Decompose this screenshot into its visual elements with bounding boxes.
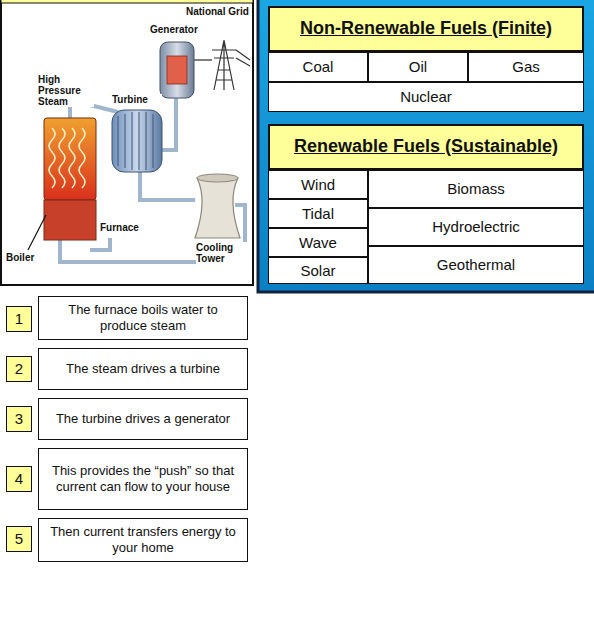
box-text: Tidal	[302, 205, 334, 223]
box-text: Wind	[301, 176, 335, 194]
box-text: Wave	[299, 234, 337, 252]
box-text: 3	[15, 410, 23, 428]
box-text: Nuclear	[400, 88, 452, 106]
illustration-frame	[1, 0, 253, 285]
part-label: Furnace	[100, 222, 144, 233]
fuel-box: Geothermal	[368, 246, 584, 284]
callout-number: 4	[6, 466, 32, 492]
part-label: Turbine	[112, 94, 162, 105]
box-text: The furnace boils water to produce steam	[45, 302, 241, 333]
heading-text: Non-Renewable Fuels (Finite)	[300, 18, 552, 40]
heading-text: Renewable Fuels (Sustainable)	[294, 136, 558, 158]
boiler-coil	[49, 128, 85, 188]
box-text: Geothermal	[437, 256, 515, 274]
box-text: 2	[15, 360, 23, 378]
heading-box: Renewable Fuels (Sustainable)	[268, 124, 584, 170]
fuel-box: Oil	[368, 52, 468, 82]
part-label: National Grid	[186, 6, 250, 17]
pylon	[212, 40, 250, 90]
heading-box: Non-Renewable Fuels (Finite)	[268, 6, 584, 52]
turbine	[112, 110, 162, 172]
fuel-box: Wind	[268, 170, 368, 199]
box-text: The turbine drives a generator	[56, 411, 230, 427]
step-box: The steam drives a turbine	[38, 348, 248, 390]
fuels-panel	[258, 0, 594, 292]
box-text: Solar	[300, 262, 335, 280]
callout-number: 1	[6, 306, 32, 332]
box-text: Oil	[409, 58, 427, 76]
part-label: High Pressure Steam	[38, 74, 94, 107]
box-text: 5	[15, 530, 23, 548]
title-strip	[1, 0, 253, 3]
part-label: Cooling Tower	[196, 242, 248, 264]
step-box: The turbine drives a generator	[38, 398, 248, 440]
furnace	[44, 200, 96, 240]
cooling-tower	[195, 178, 240, 238]
step-box: Then current transfers energy to your ho…	[38, 518, 248, 562]
fuel-box: Tidal	[268, 199, 368, 228]
fuel-box: Coal	[268, 52, 368, 82]
callout-number: 2	[6, 356, 32, 382]
box-text: Then current transfers energy to your ho…	[45, 524, 241, 555]
boiler	[44, 118, 96, 200]
fuel-box: Wave	[268, 228, 368, 257]
box-text: Biomass	[447, 180, 505, 198]
box-text: 1	[15, 310, 23, 328]
generator	[160, 42, 194, 98]
box-text: This provides the “push” so that current…	[45, 463, 241, 494]
box-text: Hydroelectric	[432, 218, 520, 236]
fuel-box: Biomass	[368, 170, 584, 208]
fuel-box: Nuclear	[268, 82, 584, 112]
box-text: The steam drives a turbine	[66, 361, 220, 377]
boiler-leader	[28, 215, 46, 250]
box-text: Gas	[512, 58, 540, 76]
callout-number: 5	[6, 526, 32, 552]
box-text: 4	[15, 470, 23, 488]
fuel-box: Gas	[468, 52, 584, 82]
part-label: Generator	[150, 24, 206, 35]
callout-number: 3	[6, 406, 32, 432]
box-text: Coal	[303, 58, 334, 76]
fuel-box: Solar	[268, 257, 368, 284]
step-box: This provides the “push” so that current…	[38, 448, 248, 510]
fuel-box: Hydroelectric	[368, 208, 584, 246]
step-box: The furnace boils water to produce steam	[38, 296, 248, 340]
part-label: Boiler	[6, 252, 46, 263]
